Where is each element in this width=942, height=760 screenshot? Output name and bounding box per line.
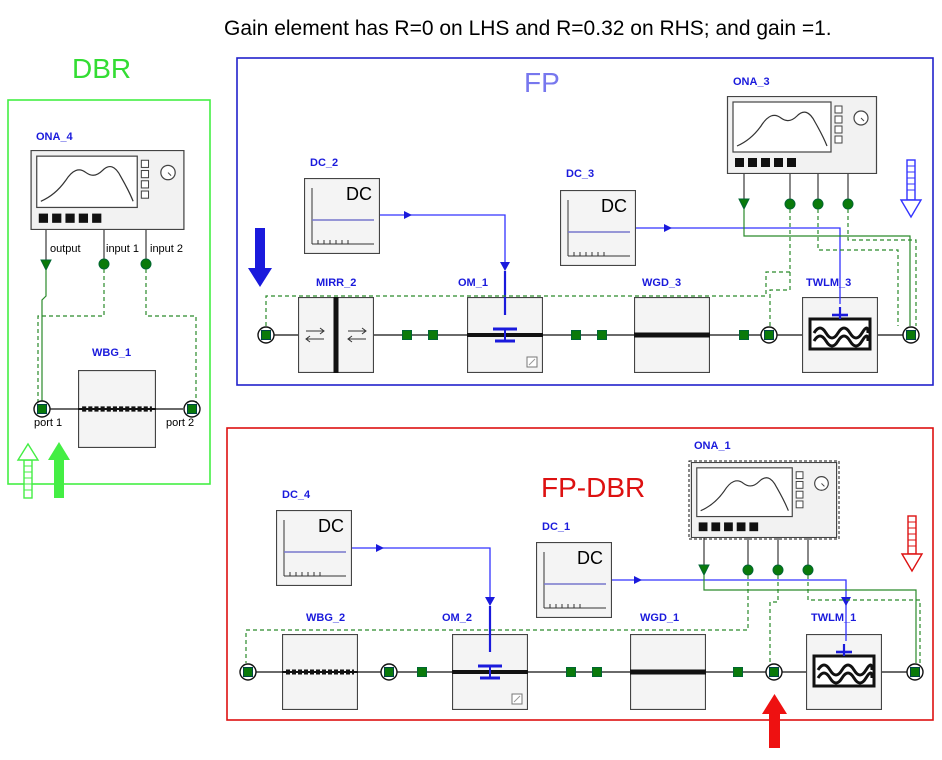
dc2-text: DC — [346, 184, 372, 204]
twlm3-laser[interactable] — [802, 297, 878, 373]
ona3-input1-port[interactable] — [784, 198, 796, 210]
fp-port-c[interactable] — [571, 330, 581, 340]
mirr2-mirror[interactable] — [299, 297, 374, 373]
dc3-to-twlm3-link — [636, 227, 841, 304]
ona4-input1-port[interactable] — [98, 258, 110, 270]
wbg1-label: WBG_1 — [92, 347, 131, 359]
fpdbr-group-border — [226, 427, 934, 721]
wbg2-grating[interactable] — [282, 635, 358, 710]
fp-port-d[interactable] — [597, 330, 607, 340]
ona3-output-port[interactable] — [738, 198, 750, 211]
ona3-input3-port[interactable] — [842, 198, 854, 210]
dbr-solid-arrow-icon — [48, 442, 70, 498]
fpdbr-group: FP-DBR DC_4 DC DC_1 DC ONA_1 WBG_2 OM_2 … — [226, 427, 934, 748]
om1-label: OM_1 — [458, 277, 488, 289]
ona4-analyzer[interactable] — [30, 150, 185, 230]
ona1-label: ONA_1 — [694, 440, 731, 452]
dc4-to-om2-link — [352, 547, 491, 598]
ona4-input1-label: input 1 — [106, 243, 139, 255]
ona1-output-port[interactable] — [698, 564, 710, 577]
fpdbr-mid-port[interactable] — [765, 663, 783, 681]
dbr-group-border — [7, 99, 211, 485]
port1-label: port 1 — [34, 417, 62, 429]
fp-solid-arrow-icon — [248, 228, 272, 287]
ona1-selection — [688, 460, 840, 540]
ona4-input2-label: input 2 — [150, 243, 183, 255]
dc3-label: DC_3 — [566, 168, 594, 180]
dbr-group: DBR ONA_4 output input 1 input 2 WBG_1 p… — [7, 53, 211, 499]
dbr-port2[interactable] — [183, 400, 201, 418]
fpdbr-wbg-right-port[interactable] — [380, 663, 398, 681]
fpdbr-port-c[interactable] — [592, 667, 602, 677]
fp-port-a[interactable] — [402, 330, 412, 340]
wbg2-label: WBG_2 — [306, 612, 345, 624]
ona4-input2-port[interactable] — [140, 258, 152, 270]
wgd1-waveguide[interactable] — [630, 635, 706, 710]
fpdbr-solid-arrow-icon — [762, 694, 787, 748]
dbr-output-link — [41, 270, 47, 406]
wgd3-waveguide[interactable] — [634, 298, 710, 373]
fpdbr-right-port[interactable] — [906, 663, 924, 681]
dbr-input2-link — [145, 269, 197, 406]
fp-port-b[interactable] — [428, 330, 438, 340]
dbr-port1[interactable] — [33, 400, 51, 418]
ona1-input2-port[interactable] — [772, 564, 784, 576]
ona4-output-label: output — [50, 243, 81, 255]
fpdbr-hollow-arrow-icon — [900, 515, 924, 573]
ona1-input1-port[interactable] — [742, 564, 754, 576]
caption-text: Gain element has R=0 on LHS and R=0.32 o… — [224, 17, 832, 40]
dc2-label: DC_2 — [310, 157, 338, 169]
fp-group: FP DC_2 DC DC_3 DC ONA_3 MIRR_2 OM_1 WGD… — [236, 57, 934, 386]
dc1-label: DC_1 — [542, 521, 570, 533]
wgd3-label: WGD_3 — [642, 277, 681, 289]
dbr-hollow-arrow-icon — [16, 442, 40, 499]
dc4-text: DC — [318, 516, 344, 536]
fp-port-e[interactable] — [739, 330, 749, 340]
ona1-input3-port[interactable] — [802, 564, 814, 576]
dc3-text: DC — [601, 196, 627, 216]
fp-group-border — [236, 57, 934, 386]
dbr-title: DBR — [72, 53, 131, 84]
mirr2-label: MIRR_2 — [316, 277, 356, 289]
om2-label: OM_2 — [442, 612, 472, 624]
fp-title: FP — [524, 67, 560, 98]
twlm1-laser[interactable] — [806, 634, 882, 710]
twlm3-label: TWLM_3 — [806, 277, 851, 289]
dc4-label: DC_4 — [282, 489, 311, 501]
ona3-analyzer[interactable] — [726, 96, 878, 174]
dc1-text: DC — [577, 548, 603, 568]
fpdbr-port-d[interactable] — [733, 667, 743, 677]
wgd1-label: WGD_1 — [640, 612, 679, 624]
dc2-to-om1-link — [380, 214, 506, 262]
ona3-label: ONA_3 — [733, 76, 770, 88]
fpdbr-port-a[interactable] — [417, 667, 427, 677]
ona4-output-port[interactable] — [40, 259, 52, 272]
fpdbr-left-port[interactable] — [239, 663, 257, 681]
fpdbr-title: FP-DBR — [541, 472, 645, 503]
fpdbr-port-b[interactable] — [566, 667, 576, 677]
fp-right-port[interactable] — [902, 326, 920, 344]
ona3-input2-port[interactable] — [812, 198, 824, 210]
port2-label: port 2 — [166, 417, 194, 429]
fp-mid-port[interactable] — [760, 326, 778, 344]
fp-left-port[interactable] — [257, 326, 275, 344]
dc1-to-twlm1-link — [612, 579, 847, 641]
twlm1-label: TWLM_1 — [811, 612, 856, 624]
wbg1-grating[interactable] — [78, 371, 156, 448]
fp-hollow-arrow-icon — [899, 159, 923, 219]
dbr-input1-link — [37, 269, 105, 406]
ona4-label: ONA_4 — [36, 131, 74, 143]
ona1-analyzer[interactable] — [690, 462, 838, 538]
